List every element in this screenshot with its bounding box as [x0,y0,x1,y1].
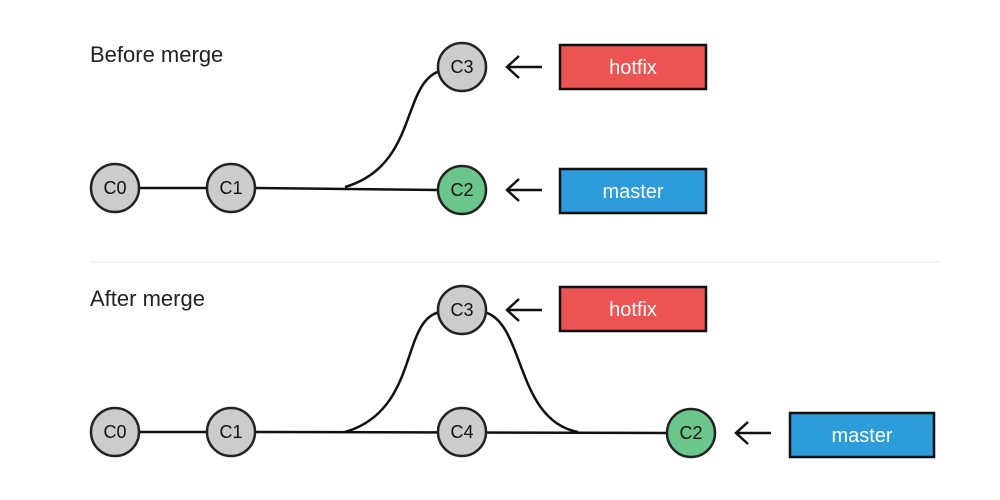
before-merge-section: Before merge C0 C1 C3 C2 [89,41,708,216]
after-commit-c2-circle [665,407,717,459]
before-merge-title: Before merge [90,42,223,67]
after-commit-c2-label: C2 [679,423,702,443]
after-merge-section: After merge C0 C1 C3 C4 [89,284,936,459]
before-branch-hotfix-box [558,43,708,91]
after-merge-title: After merge [90,286,205,311]
after-branch-master-label: master [831,425,892,447]
after-commit-c4-circle [436,406,488,458]
before-commit-c2: C2 [436,164,488,216]
before-branch-hotfix-label: hotfix [609,57,657,79]
before-commit-c2-label: C2 [450,180,473,200]
before-commit-c0-label: C0 [103,178,126,198]
after-commit-c1: C1 [205,406,257,458]
before-hotfix-arrow-icon [505,55,542,79]
before-branch-master-box [558,167,708,215]
after-commit-c0-label: C0 [103,422,126,442]
after-branch-hotfix-box [558,285,708,333]
before-commit-c1-circle [205,162,257,214]
after-commit-c0-circle [89,406,141,458]
after-commit-c4-label: C4 [450,422,473,442]
after-branch-hotfix-label: hotfix [609,299,657,321]
after-branch-master: master [788,411,936,459]
after-commit-c0: C0 [89,406,141,458]
before-branch-master-label: master [602,181,663,203]
after-commit-c3: C3 [436,284,488,336]
before-branch-master: master [558,167,708,215]
before-commit-c0-circle [89,162,141,214]
after-edge-c3-merge [483,310,579,434]
before-edge-c1-c2 [255,186,439,192]
before-commit-c3-circle [436,41,488,93]
after-commit-c4: C4 [436,406,488,458]
after-branch-master-box [788,411,936,459]
after-commit-c3-label: C3 [450,300,473,320]
before-commit-c2-circle [436,164,488,216]
after-edge-c1-c3 [344,310,441,434]
after-commit-c1-label: C1 [219,422,242,442]
before-master-arrow-icon [505,178,542,202]
after-commit-c2: C2 [665,407,717,459]
before-commit-c3: C3 [436,41,488,93]
after-commit-c3-circle [436,284,488,336]
before-commit-c1-label: C1 [219,178,242,198]
before-commit-c3-label: C3 [450,57,473,77]
after-commit-c1-circle [205,406,257,458]
after-master-arrow-icon [734,421,771,445]
after-hotfix-arrow-icon [505,298,542,322]
before-edge-c1-c3 [344,68,444,189]
before-branch-hotfix: hotfix [558,43,708,91]
after-branch-hotfix: hotfix [558,285,708,333]
before-commit-c0: C0 [89,162,141,214]
before-commit-c1: C1 [205,162,257,214]
